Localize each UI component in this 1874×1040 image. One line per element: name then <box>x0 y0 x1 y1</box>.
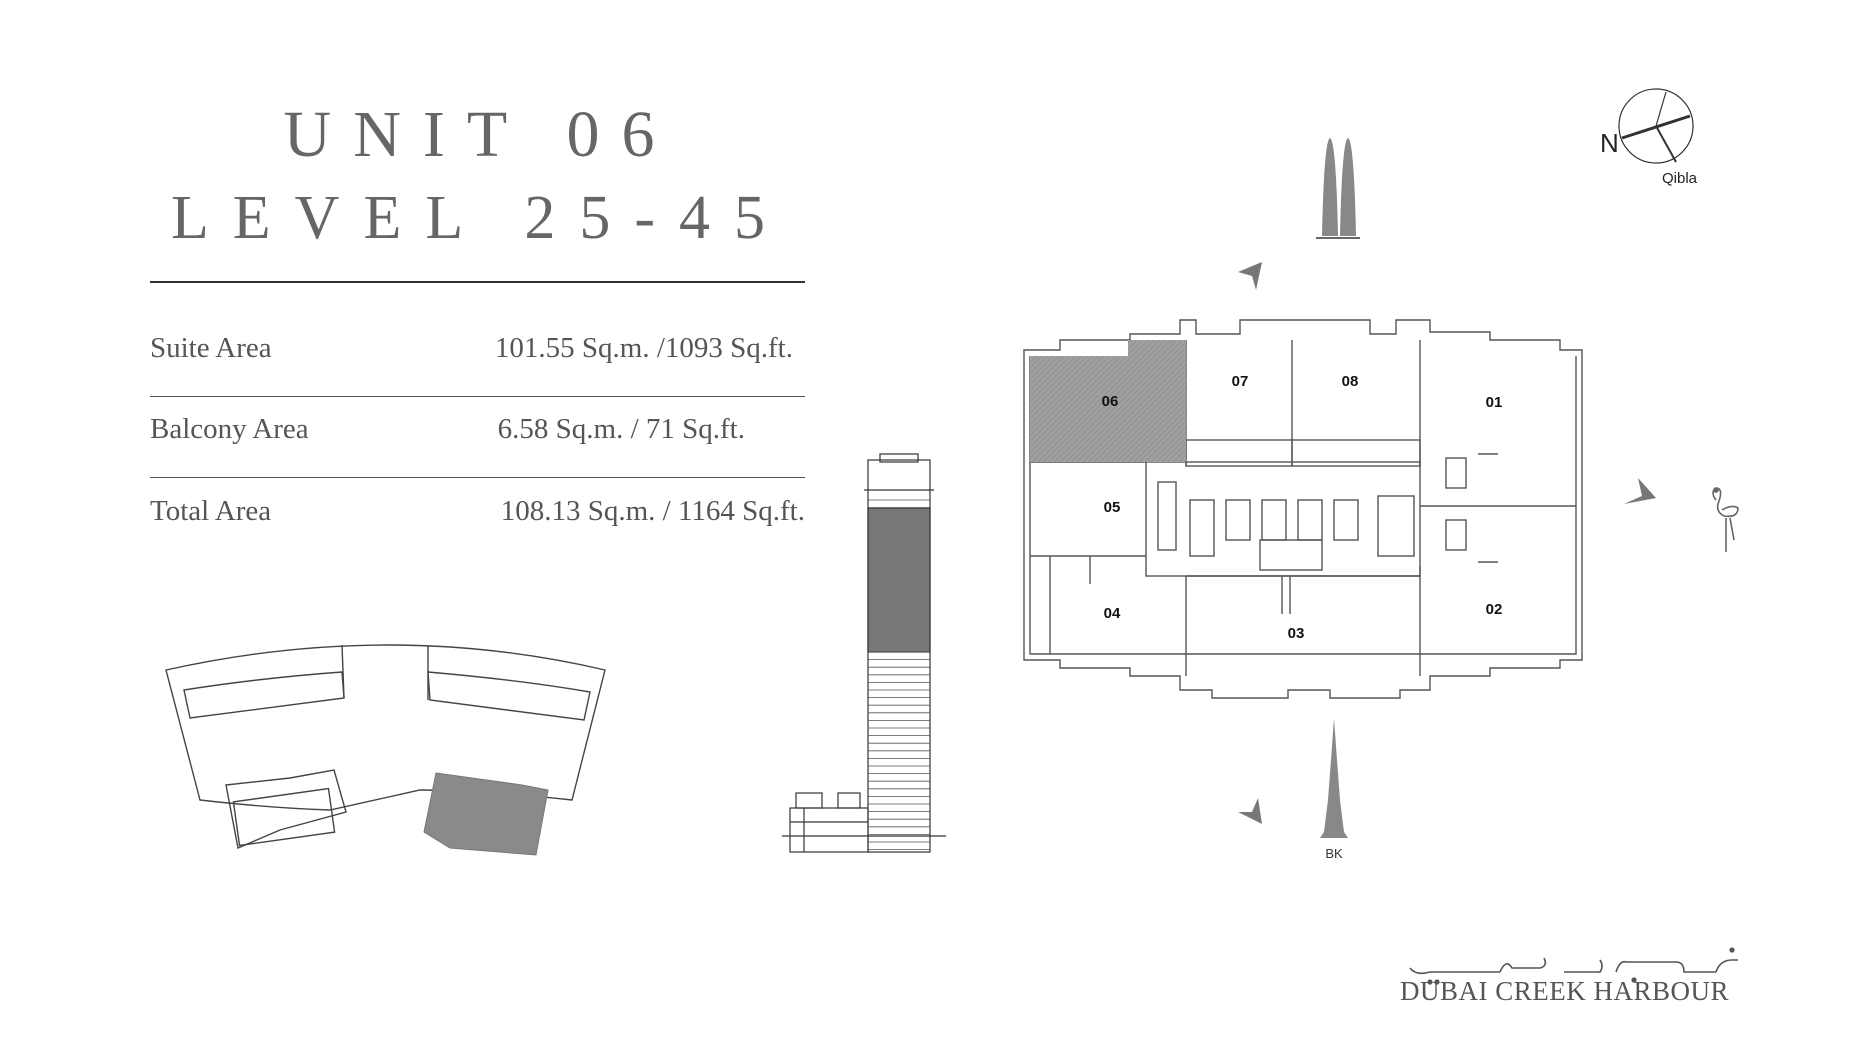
suite-area-value: 101.55 Sq.m. /1093 Sq.ft. <box>494 332 793 364</box>
arrow-icon <box>1238 798 1262 824</box>
unit-label: 02 <box>1486 601 1503 618</box>
burj-khalifa-icon <box>1320 718 1348 838</box>
unit-label: 05 <box>1104 499 1121 516</box>
floor-plan <box>1023 319 1583 699</box>
unit-label: 01 <box>1486 394 1503 411</box>
row-divider <box>150 396 805 397</box>
total-area-row: Total Area 108.13 Sq.m. / 1164 Sq.ft. <box>150 495 805 535</box>
compass-icon <box>1618 88 1694 164</box>
unit-label: 08 <box>1342 373 1359 390</box>
arrow-icon <box>1238 262 1262 290</box>
title-divider <box>150 281 805 283</box>
unit-label: 03 <box>1288 625 1305 642</box>
level-title: LEVEL 25-45 <box>170 184 790 252</box>
compass-north-label: N <box>1600 128 1619 158</box>
suite-area-row: Suite Area 101.55 Sq.m. /1093 Sq.ft. <box>150 332 805 372</box>
highlighted-tower-block <box>423 772 549 856</box>
balcony-area-label: Balcony Area <box>150 413 309 445</box>
arabic-logo-mark <box>1409 947 1738 985</box>
tower-floor-lines <box>868 499 930 850</box>
unit-label: 06 <box>1102 393 1119 410</box>
unit-label: 07 <box>1232 373 1249 390</box>
row-divider <box>150 477 805 478</box>
unit-label: 04 <box>1104 605 1121 622</box>
total-area-value: 108.13 Sq.m. / 1164 Sq.ft. <box>500 495 805 527</box>
compass-qibla-label: Qibla <box>1662 170 1698 187</box>
tower-elevation <box>782 453 946 853</box>
flamingo-icon <box>1712 487 1739 552</box>
arrow-icon <box>1624 478 1656 504</box>
twin-towers-icon <box>1316 138 1360 239</box>
balcony-area-row: Balcony Area 6.58 Sq.m. / 71 Sq.ft. <box>150 413 805 453</box>
brand-wordmark: DUBAI CREEK HARBOUR <box>1400 976 1730 1006</box>
suite-area-label: Suite Area <box>150 332 272 364</box>
total-area-label: Total Area <box>150 495 272 527</box>
unit-numbers: 06 07 08 01 05 04 03 02 <box>1102 373 1503 642</box>
unit-title: UNIT 06 <box>283 98 677 171</box>
balcony-area-value: 6.58 Sq.m. / 71 Sq.ft. <box>497 413 745 445</box>
unit-06-highlight <box>1030 340 1186 462</box>
landmark-label: BK <box>1325 846 1343 861</box>
